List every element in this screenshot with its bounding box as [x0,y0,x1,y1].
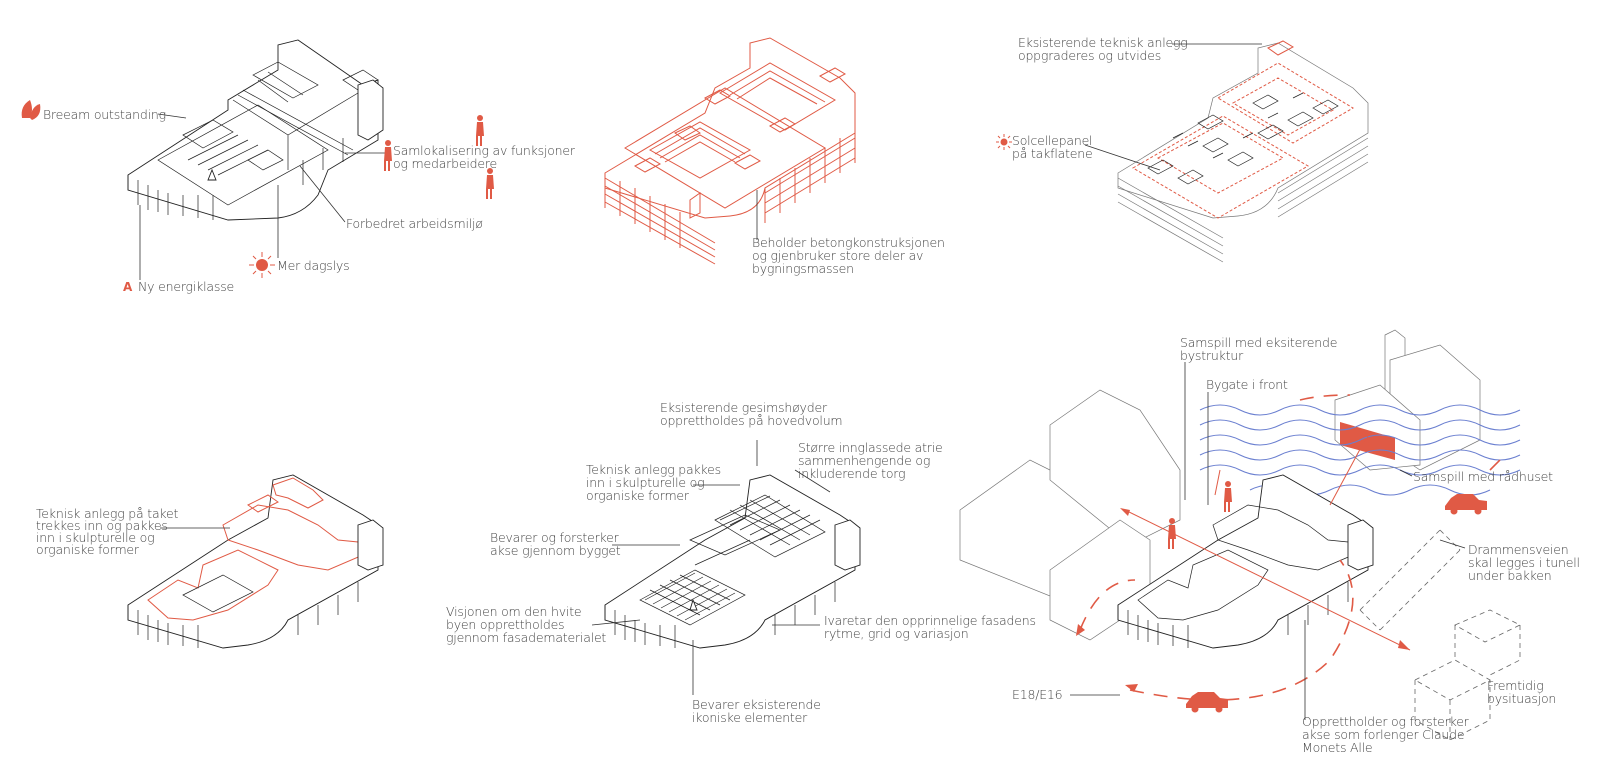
label-fremtidig-1: Fremtidig [1487,678,1544,693]
label-tak-4: organiske former [36,542,140,557]
leaf-icon [21,100,41,120]
label-fremtidig-2: bysituasjon [1487,691,1556,706]
panel-5-building: Eksisterende gesimshøyder opprettholdes … [446,400,1036,725]
person-icon [1224,481,1232,512]
label-visjon-1: Visjonen om den hvite [446,604,581,619]
label-samlokalisering-2: og medarbeidere [393,156,497,171]
label-beholder-3: bygningsmassen [752,261,854,276]
label-teknisk-pakkes-3: organiske former [586,488,690,503]
label-akse-2: akse gjennom bygget [490,543,621,558]
label-dagslys: Mer dagslys [277,258,349,273]
label-teknisk-2: oppgraderes og utvides [1018,48,1161,63]
panel-1-building: A Breeam outstanding Samlokalisering av … [21,39,576,294]
label-visjon-3: gjennom fasadematerialet [446,630,606,645]
label-breeam: Breeam outstanding [43,107,166,122]
label-drammensveien-2: skal legges i tunell [1468,555,1580,570]
label-ikonisk-2: ikoniske elementer [692,710,808,725]
car-icon [1445,494,1487,515]
label-tak-1: Teknisk anlegg på taket [36,506,178,521]
panel-2-building: Beholder betongkonstruksjonen og gjenbru… [604,37,945,276]
car-icon [1186,692,1228,713]
energy-class-badge: A [123,280,133,294]
label-beholder-2: og gjenbruker store deler av [752,248,923,263]
label-energiklasse: Ny energiklasse [138,279,234,294]
panel-3-building: Eksisterende teknisk anlegg oppgraderes … [996,35,1369,263]
label-samspill-1: Samspill med eksiterende [1180,335,1337,350]
label-gesims-2: opprettholdes på hovedvolum [660,413,842,428]
label-opprettholder-3: Monets Alle [1302,740,1372,755]
label-e18: E18/E16 [1012,687,1062,702]
label-visjon-2: byen opprettholdes [446,617,564,632]
label-solcelle-2: på takflatene [1012,146,1093,161]
label-tak-3: inn i skulpturelle og [36,530,154,545]
label-atrie-3: inkluderende torg [798,466,905,481]
label-teknisk-1: Eksisterende teknisk anlegg [1018,35,1188,50]
solar-icon [996,134,1012,150]
sun-icon [249,252,275,278]
person-icon [486,168,494,199]
label-samlokalisering-1: Samlokalisering av funksjoner [393,143,576,158]
label-atrie-1: Større innglassede atrie [798,440,942,455]
label-gesims-1: Eksisterende gesimshøyder [660,400,828,415]
person-icon [476,115,484,146]
label-ivaretar-1: Ivaretar den opprinnelige fasadens [824,613,1036,628]
label-ikonisk-1: Bevarer eksisterende [692,697,821,712]
panel-4-building: Teknisk anlegg på taket trekkes inn og p… [36,474,384,649]
label-samspill-2: bystruktur [1180,348,1244,363]
label-bygate: Bygate i front [1206,377,1288,392]
label-drammensveien-3: under bakken [1468,568,1551,583]
label-drammensveien-1: Drammensveien [1468,542,1568,557]
label-arbeidsmiljo: Forbedret arbeidsmiljø [346,216,483,231]
label-solcelle-1: Solcellepanel [1012,133,1092,148]
label-akse-1: Bevarer og forsterker [490,530,620,545]
person-icon [384,140,392,171]
label-ivaretar-2: rytme, grid og variasjon [824,626,968,641]
label-teknisk-pakkes-2: inn i skulpturelle og [586,475,704,490]
label-opprettholder-1: Opprettholder og forsterker [1302,714,1470,729]
panel-6-site: Samspill med eksiterende bystruktur Byga… [959,329,1580,755]
label-beholder-1: Beholder betongkonstruksjonen [752,235,945,250]
label-opprettholder-2: akse som forlenger Claude [1302,727,1464,742]
label-atrie-2: sammenhengende og [798,453,930,468]
label-tak-2: trekkes inn og pakkes [36,518,168,533]
label-teknisk-pakkes-1: Teknisk anlegg pakkes [586,462,721,477]
label-radhus: Samspill med rådhuset [1413,469,1553,484]
